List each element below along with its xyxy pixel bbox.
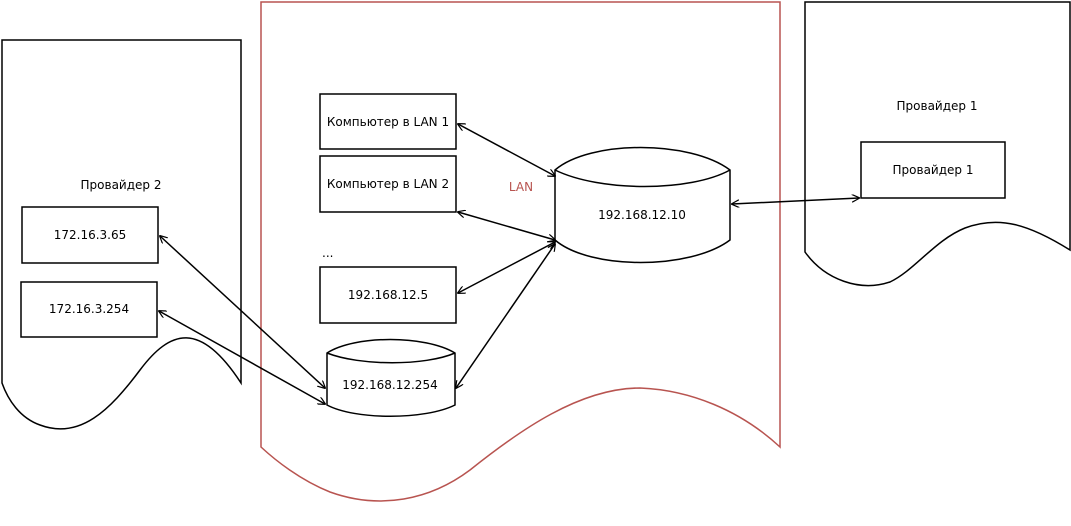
node-192-168-12-5-label: 192.168.12.5 [348, 288, 428, 302]
node-172-16-3-254-label: 172.16.3.254 [49, 302, 129, 316]
node-172-16-3-65-label: 172.16.3.65 [54, 228, 127, 242]
edge-ip254-router254 [159, 311, 325, 404]
edge-router10-provider1 [732, 198, 859, 204]
edge-router254-router10 [456, 244, 555, 388]
node-172-16-3-254[interactable]: 172.16.3.254 [20, 281, 158, 338]
lan-zone: LAN [260, 1, 781, 502]
provider2-zone-title: Провайдер 2 [81, 178, 162, 192]
router-192-168-12-254-label: 192.168.12.254 [342, 378, 437, 392]
edge-pc-lan2-router10 [458, 212, 555, 240]
router-192-168-12-10-label: 192.168.12.10 [598, 208, 686, 222]
router-192-168-12-10[interactable]: 192.168.12.10 [554, 146, 731, 264]
edge-node5-router10 [458, 242, 555, 293]
node-provider1-label: Провайдер 1 [893, 163, 974, 177]
lan-zone-title: LAN [509, 180, 533, 194]
node-provider1[interactable]: Провайдер 1 [860, 141, 1006, 199]
router-192-168-12-254[interactable]: 192.168.12.254 [326, 338, 456, 417]
node-pc-lan1[interactable]: Компьютер в LAN 1 [319, 93, 457, 150]
node-pc-lan2[interactable]: Компьютер в LAN 2 [319, 155, 457, 213]
node-172-16-3-65[interactable]: 172.16.3.65 [21, 206, 159, 264]
node-pc-lan1-label: Компьютер в LAN 1 [327, 115, 449, 129]
edge-pc-lan1-router10 [458, 124, 555, 176]
node-192-168-12-5[interactable]: 192.168.12.5 [319, 266, 457, 324]
provider1-zone-title: Провайдер 1 [897, 99, 978, 113]
ellipsis-label: ... [322, 246, 333, 260]
node-pc-lan2-label: Компьютер в LAN 2 [327, 177, 449, 191]
